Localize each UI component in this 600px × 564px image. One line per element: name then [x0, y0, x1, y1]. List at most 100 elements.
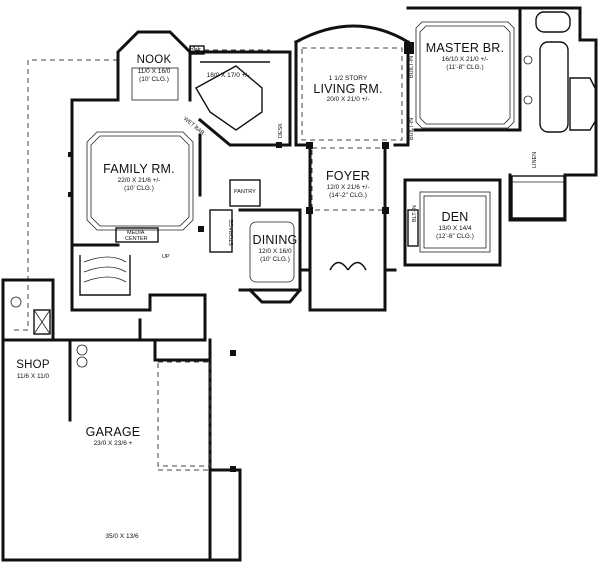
- den-built-in: [407, 209, 419, 247]
- living-label: 1 1/2 STORY LIVING RM. 20/0 X 21/0 +/-: [306, 74, 390, 104]
- built-in-note-2: BUILT-IN: [409, 117, 415, 140]
- family-room-ceiling-inner: [90, 135, 190, 227]
- corner-tub: [569, 77, 597, 131]
- master-clg: (11'-8" CLG.): [446, 64, 484, 71]
- den-ceiling: [419, 191, 491, 253]
- entry-doors: [329, 261, 367, 271]
- master-name: MASTER BR.: [425, 41, 505, 55]
- hall-walls: [70, 243, 102, 312]
- fireplace: [404, 42, 414, 54]
- garage-top: [68, 338, 212, 362]
- blt-in-note: BLT-IN: [412, 205, 418, 222]
- den-walls: [403, 178, 502, 267]
- living-room-walls: [294, 40, 312, 147]
- water-heater-1: [76, 344, 88, 356]
- closet: [511, 175, 565, 219]
- kitchen-label: 18/0 X 17/0 +/-: [196, 71, 260, 80]
- column-8: [68, 192, 73, 197]
- garage-dims-2: 35/0 X 13/6: [105, 533, 139, 540]
- nook-window-frame: [131, 67, 179, 101]
- master-ceiling-inner: [419, 25, 511, 125]
- kitchen-dims: 18/0 X 17/0 +/-: [206, 72, 250, 79]
- porch-outline-west: [12, 59, 118, 331]
- living-dims: 20/0 X 21/0 +/-: [326, 96, 370, 103]
- family-room-ceiling: [86, 131, 194, 231]
- shop-label: SHOP 11/6 X 11/0: [8, 359, 58, 380]
- storage-note: STORAGE: [229, 219, 235, 246]
- entry-porch: [308, 268, 387, 312]
- dining-dims: 12/0 X 16/0: [258, 247, 292, 255]
- foyer-label: FOYER 12/0 X 21/6 +/- (14'-2" CLG.): [313, 170, 383, 200]
- master-bath-walls: [508, 6, 598, 222]
- post-1: [230, 350, 236, 356]
- center-note: CENTER: [125, 236, 148, 242]
- shower: [539, 41, 569, 133]
- living-story: 1 1/2 STORY: [328, 75, 368, 82]
- media-center: [115, 227, 159, 243]
- dining-ceiling: [249, 221, 295, 283]
- family-label: FAMILY RM. 22/0 X 21/6 +/- (10' CLG.): [94, 163, 184, 193]
- living-room-bay: [293, 24, 411, 45]
- dining-label: DINING 12/0 X 16/0 (10' CLG.): [246, 234, 304, 264]
- pantry-note: PANTRY: [234, 189, 256, 195]
- media-note: MEDIA: [127, 230, 145, 236]
- dining-bay: [247, 287, 303, 304]
- garage-label: GARAGE 23/0 X 23/6 +: [78, 426, 148, 447]
- master-ceiling: [415, 21, 515, 129]
- dining-walls: [238, 208, 302, 292]
- post-2: [230, 466, 236, 472]
- toilet-west: [10, 296, 22, 308]
- kitchen-island: [195, 65, 263, 131]
- foyer-clg: (14'-2" CLG.): [329, 192, 367, 199]
- nook-label: NOOK 11/0 X 16/0 (10' CLG.): [128, 54, 180, 84]
- dining-clg: (10' CLG.): [260, 256, 290, 263]
- column-4: [382, 207, 389, 214]
- master-label: MASTER BR. 16/10 X 21/0 +/- (11'-8" CLG.…: [422, 42, 508, 72]
- master-walls: [406, 6, 522, 132]
- column-2: [382, 142, 389, 149]
- sink-2: [523, 95, 533, 105]
- nook-clg: (10' CLG.): [139, 76, 169, 83]
- family-name: FAMILY RM.: [103, 162, 175, 176]
- garage-extension: [208, 468, 242, 562]
- ref-note: REF: [190, 46, 201, 52]
- nook-dims: 11/0 X 16/0: [137, 67, 171, 75]
- garage-dims: 23/0 X 23/6 +: [93, 439, 133, 447]
- den-name: DEN: [441, 210, 469, 224]
- den-dims: 13/0 X 14/4: [438, 224, 472, 232]
- den-label: DEN 13/0 X 14/4 (12'-6" CLG.): [424, 211, 486, 241]
- column-6: [198, 226, 204, 232]
- family-dims: 22/0 X 21/6 +/-: [117, 176, 161, 184]
- sink-1: [523, 55, 533, 65]
- living-room-east-wall: [393, 40, 410, 147]
- refrigerator: [189, 45, 205, 55]
- stair: [79, 255, 131, 296]
- storage: [209, 209, 233, 253]
- den-ceiling-inner: [423, 195, 487, 249]
- mud-room-inner: [138, 318, 207, 342]
- family-clg: (10' CLG.): [124, 185, 154, 192]
- water-heater-2: [76, 356, 88, 368]
- nook-bay: [116, 30, 192, 102]
- up-note: UP: [162, 254, 170, 260]
- garage-door-1: [157, 361, 211, 467]
- foyer-dims: 12/0 X 21/6 +/-: [326, 183, 370, 191]
- mud-room: [98, 293, 207, 342]
- foyer-name: FOYER: [325, 169, 371, 183]
- shower-x2: [33, 309, 51, 335]
- kitchen-walls: [188, 50, 292, 147]
- linen-note: LINEN: [532, 151, 538, 168]
- built-in-note-1: BUILT-IN: [409, 55, 415, 78]
- nook-name: NOOK: [136, 54, 172, 66]
- column-3: [306, 207, 313, 214]
- stair-curve: [83, 256, 127, 283]
- desk-note: DESK: [278, 123, 284, 138]
- shop-name: SHOP: [16, 359, 50, 371]
- column-1: [306, 142, 313, 149]
- bathtub: [535, 11, 571, 33]
- living-room-ceiling: [301, 47, 403, 141]
- garage-name: GARAGE: [85, 425, 141, 439]
- master-dims: 16/10 X 21/0 +/-: [441, 55, 489, 63]
- living-name: LIVING RM.: [313, 81, 383, 96]
